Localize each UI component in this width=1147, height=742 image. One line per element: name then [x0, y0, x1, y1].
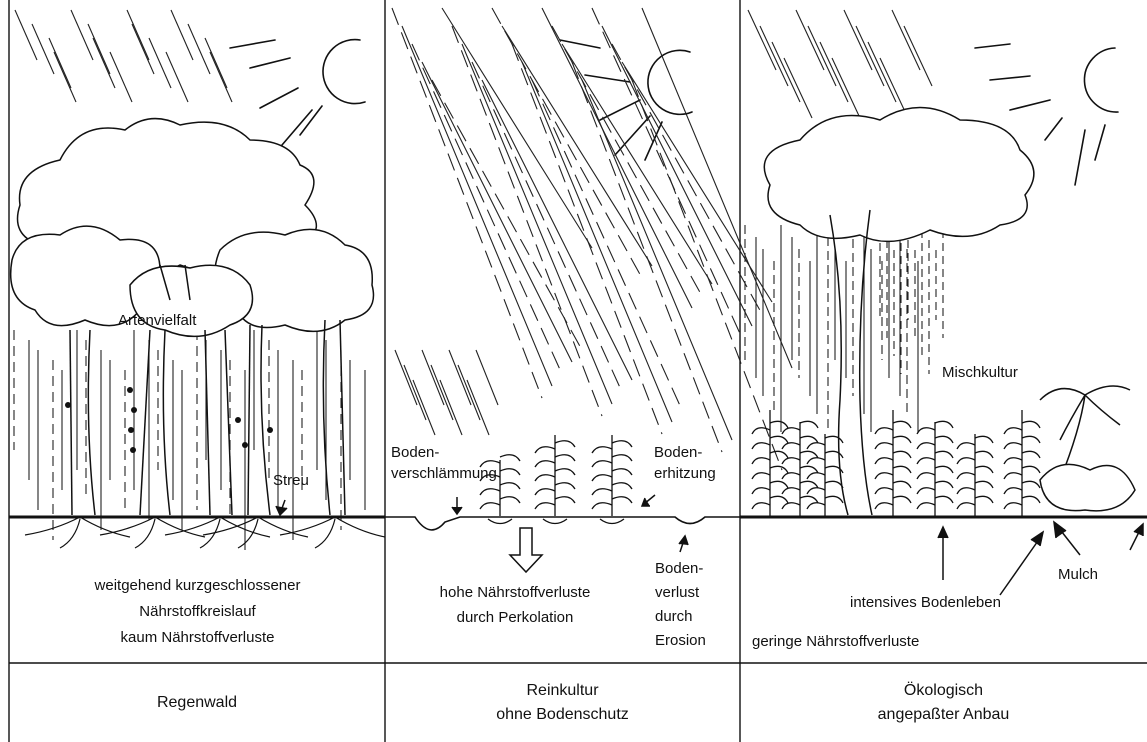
monoculture-crops: [480, 435, 632, 524]
summary-line-3: kaum Nährstoffverluste: [40, 625, 355, 651]
percolation-arrow-icon: [510, 528, 542, 572]
label-geringe-verluste: geringe Nährstoffverluste: [752, 632, 919, 651]
rain-panel-2: [392, 8, 792, 470]
tree-roots: [25, 517, 385, 548]
summary-line-2: Nährstoffkreislauf: [40, 599, 355, 625]
erosion-line-2: verlust: [655, 581, 706, 605]
label-bodenleben: intensives Bodenleben: [850, 593, 1001, 612]
caption-3-line-2: angepaßter Anbau: [878, 703, 1010, 727]
silting-line-2: verschlämmung: [391, 463, 497, 484]
heating-line-2: erhitzung: [654, 463, 716, 484]
label-artenvielfalt: Artenvielfalt: [118, 311, 196, 330]
sun-icon-1: [230, 40, 365, 145]
caption-1-line-1: Regenwald: [157, 691, 237, 715]
label-bodenverschlaemmung: Boden- verschlämmung: [391, 442, 497, 484]
eco-canopy: [764, 108, 1034, 242]
erosion-line-1: Boden-: [655, 557, 706, 581]
caption-regenwald: Regenwald: [9, 664, 385, 742]
ground-lines: [9, 517, 1147, 530]
caption-2-line-2: ohne Bodenschutz: [496, 703, 629, 727]
loss-arrows: [452, 495, 688, 572]
label-streu: Streu: [273, 471, 309, 490]
erosion-line-4: Erosion: [655, 629, 706, 653]
label-erosion: Boden- verlust durch Erosion: [655, 557, 706, 653]
label-mischkultur: Mischkultur: [942, 363, 1018, 382]
caption-2-line-1: Reinkultur: [526, 679, 598, 703]
caption-oekologisch: Ökologisch angepaßter Anbau: [740, 664, 1147, 742]
label-summary-1: weitgehend kurzgeschlossener Nährstoffkr…: [40, 573, 355, 651]
eco-crops: [752, 410, 1040, 516]
heating-line-1: Boden-: [654, 442, 716, 463]
percolation-line-1: hohe Nährstoffverluste: [405, 580, 625, 605]
caption-3-line-1: Ökologisch: [904, 679, 983, 703]
caption-reinkultur: Reinkultur ohne Bodenschutz: [385, 664, 740, 742]
summary-line-1: weitgehend kurzgeschlossener: [40, 573, 355, 599]
erosion-line-3: durch: [655, 605, 706, 629]
label-bodenerhitzung: Boden- erhitzung: [654, 442, 716, 484]
percolation-line-2: durch Perkolation: [405, 605, 625, 630]
label-mulch: Mulch: [1058, 565, 1098, 584]
silting-line-1: Boden-: [391, 442, 497, 463]
label-perkolation: hohe Nährstoffverluste durch Perkolation: [405, 580, 625, 630]
